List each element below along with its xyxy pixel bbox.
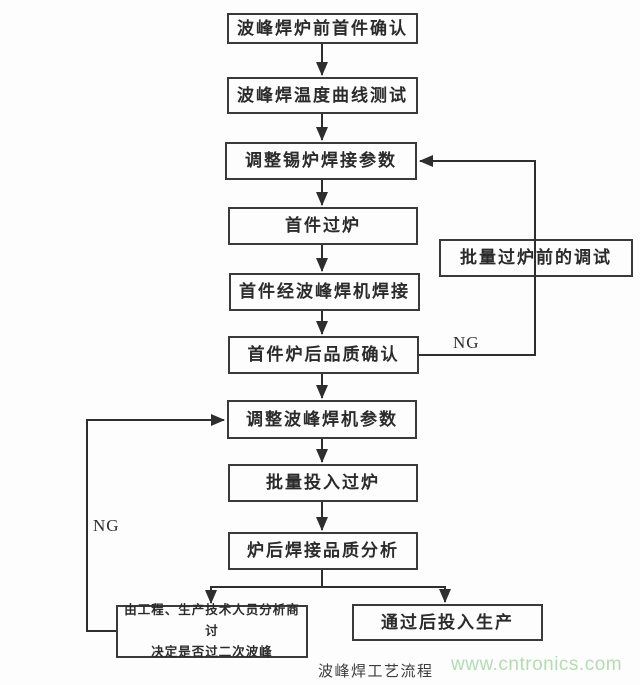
node-label: 通过后投入生产 (381, 612, 514, 632)
node-release-to-production: 通过后投入生产 (352, 604, 543, 641)
node-first-piece-post-furnace-quality-confirm: 首件炉后品质确认 (228, 336, 419, 374)
diagram-caption: 波峰焊工艺流程 (318, 663, 434, 680)
node-label: 波峰焊温度曲线测试 (237, 85, 408, 105)
node-label: 批量投入过炉 (266, 473, 380, 493)
ng-label-right: NG (453, 333, 480, 352)
node-label: 调整波峰焊机参数 (246, 409, 398, 429)
node-label: 首件过炉 (285, 216, 361, 236)
node-label: 波峰焊炉前首件确认 (237, 18, 408, 38)
node-adjust-tin-furnace-params: 调整锡炉焊接参数 (225, 142, 417, 180)
node-first-piece-through-furnace: 首件过炉 (228, 207, 418, 245)
node-first-piece-wave-soldering: 首件经波峰焊机焊接 (229, 273, 420, 311)
node-label: 调整锡炉焊接参数 (245, 151, 397, 171)
node-pre-furnace-first-piece-confirm: 波峰焊炉前首件确认 (227, 13, 418, 44)
node-label: 首件炉后品质确认 (247, 345, 400, 365)
node-label-line2: 决定是否过二次波峰 (151, 645, 273, 659)
node-label: 批量过炉前的调试 (460, 248, 612, 268)
site-watermark: www.cntronics.com (451, 654, 623, 675)
node-batch-pre-furnace-debug: 批量过炉前的调试 (439, 239, 633, 277)
node-post-furnace-quality-analysis: 炉后焊接品质分析 (228, 532, 418, 570)
node-adjust-wave-machine-params: 调整波峰焊机参数 (227, 400, 417, 439)
node-engineering-discussion: 由工程、生产技术人员分析商讨 决定是否过二次波峰 (116, 603, 308, 659)
node-label-line1: 由工程、生产技术人员分析商讨 (124, 603, 300, 638)
ng-label-left: NG (93, 516, 120, 535)
node-label: 首件经波峰焊机焊接 (239, 282, 410, 302)
node-label: 炉后焊接品质分析 (247, 541, 399, 561)
node-temperature-curve-test: 波峰焊温度曲线测试 (227, 77, 418, 114)
node-batch-through-furnace: 批量投入过炉 (228, 464, 418, 502)
